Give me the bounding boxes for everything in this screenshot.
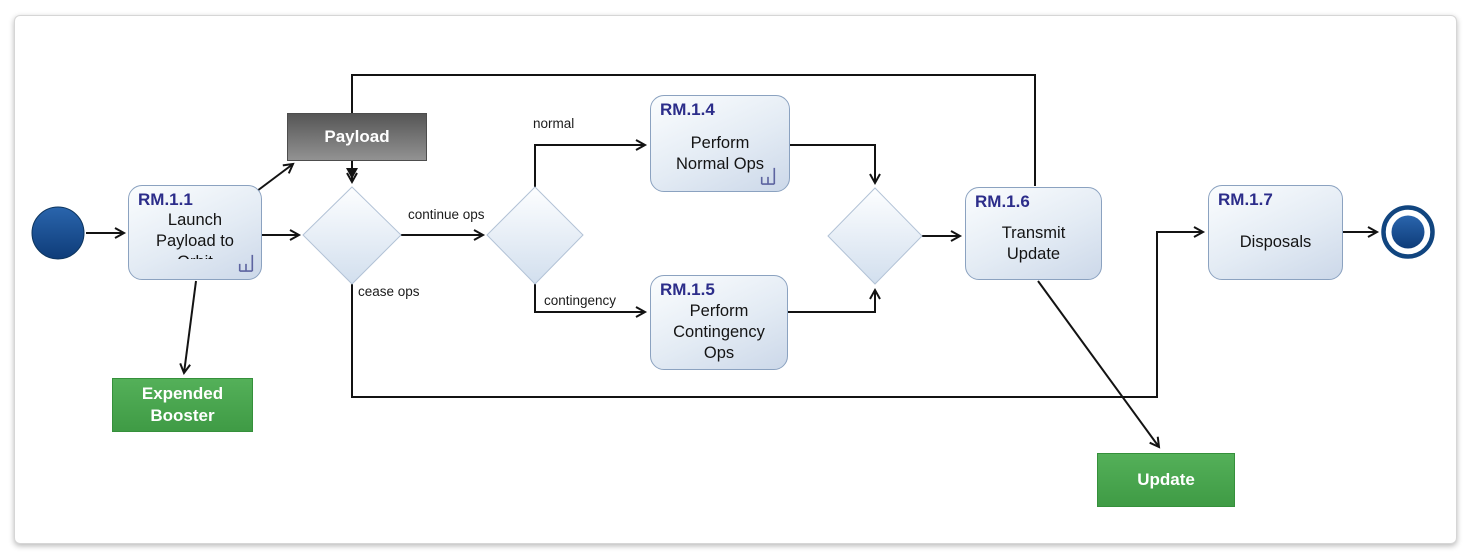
- initial-node[interactable]: [31, 206, 85, 260]
- rake-icon: [760, 167, 776, 185]
- edge-rm14-to-merge[interactable]: [790, 144, 881, 186]
- edge-label-cease-ops: cease ops: [358, 284, 420, 299]
- activity-label: Transmit Update: [1001, 223, 1066, 263]
- activity-rm-1-1[interactable]: RM.1.1 Launch Payload to Orbit: [128, 185, 262, 280]
- object-node-payload[interactable]: Payload: [287, 113, 427, 161]
- edge-rm11-to-expended-booster[interactable]: [179, 280, 197, 376]
- decision-node-2[interactable]: [486, 186, 584, 285]
- edge-decision2-to-rm14[interactable]: [534, 139, 648, 187]
- activity-label: Disposals: [1239, 233, 1312, 251]
- activity-label: Perform Normal Ops: [675, 133, 765, 173]
- object-node-expended-booster[interactable]: Expended Booster: [112, 378, 253, 432]
- edge-label-continue-ops: continue ops: [408, 207, 485, 222]
- object-label: Update: [1137, 470, 1195, 489]
- activity-label: Launch Payload to Orbit: [156, 211, 234, 259]
- payload-flow-arrowhead: [346, 168, 358, 179]
- activity-id: RM.1.6: [975, 192, 1030, 211]
- merge-node[interactable]: [827, 187, 923, 285]
- decision-node-1[interactable]: [302, 186, 402, 285]
- object-label: Expended Booster: [141, 384, 224, 425]
- activity-rm-1-7[interactable]: RM.1.7 Disposals: [1208, 185, 1343, 280]
- final-node[interactable]: [1381, 205, 1435, 259]
- edge-label-contingency: contingency: [544, 293, 617, 308]
- edge-rm11-to-payload[interactable]: [256, 162, 295, 192]
- object-node-update[interactable]: Update: [1097, 453, 1235, 507]
- activity-rm-1-4[interactable]: RM.1.4 Perform Normal Ops: [650, 95, 790, 192]
- activity-rm-1-5[interactable]: RM.1.5 Perform Contingency Ops: [650, 275, 788, 370]
- activity-id: RM.1.4: [660, 100, 715, 119]
- edge-label-normal: normal: [533, 116, 575, 131]
- activity-label: Perform Contingency Ops: [673, 302, 765, 362]
- activity-rm-1-6[interactable]: RM.1.6 Transmit Update: [965, 187, 1102, 280]
- edge-decision2-to-rm15[interactable]: [534, 284, 648, 318]
- activity-id: RM.1.1: [138, 190, 193, 209]
- activity-id: RM.1.7: [1218, 190, 1273, 209]
- rake-icon: [238, 254, 254, 272]
- object-label: Payload: [324, 127, 390, 146]
- edge-rm16-to-update[interactable]: [1037, 280, 1161, 449]
- edge-decision1-to-rm17[interactable]: [351, 226, 1206, 398]
- edge-rm15-to-merge[interactable]: [788, 287, 881, 313]
- activity-id: RM.1.5: [660, 280, 715, 299]
